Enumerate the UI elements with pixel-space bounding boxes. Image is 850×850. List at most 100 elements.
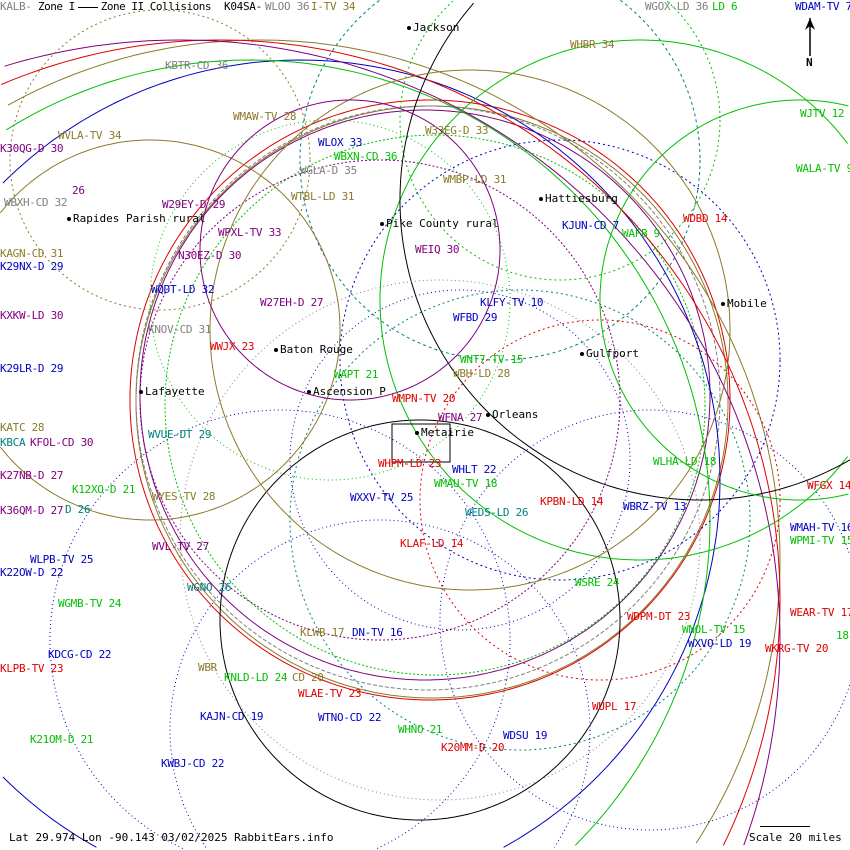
station-label[interactable]: KAGN-CD 31 <box>0 247 64 260</box>
station-label[interactable]: KAJN-CD 19 <box>200 710 264 723</box>
station-label[interactable]: WYES-TV 28 <box>152 490 216 503</box>
station-label[interactable]: WXVO-LD 19 <box>688 637 752 650</box>
station-label[interactable]: WFGX 14 <box>807 479 850 492</box>
station-label[interactable]: I-TV 34 <box>311 0 356 13</box>
station-label[interactable]: KPBN-LD 14 <box>540 495 604 508</box>
station-label[interactable]: WMAW-TV 28 <box>233 110 297 123</box>
station-label[interactable]: WWJX 23 <box>210 340 255 353</box>
station-label[interactable]: WUPL 17 <box>592 700 637 713</box>
station-label[interactable]: KLAF-LD 14 <box>400 537 464 550</box>
station-label[interactable]: DN-TV 16 <box>352 626 403 639</box>
station-label[interactable]: WLHA-LD 18 <box>653 455 717 468</box>
city-label: Orleans <box>486 409 538 421</box>
station-label[interactable]: WEAR-TV 17 <box>790 606 850 619</box>
station-label[interactable]: K04SA- <box>224 0 262 13</box>
city-label: Mobile <box>721 298 767 310</box>
station-label[interactable]: K30QG-D 30 <box>0 142 64 155</box>
station-label[interactable]: WLPB-TV 25 <box>30 553 94 566</box>
station-label[interactable]: WFBD 29 <box>453 311 498 324</box>
station-label[interactable]: WBXN-CD 36 <box>334 150 398 163</box>
station-label[interactable]: KBCA <box>0 436 26 449</box>
station-label[interactable]: WQDT-LD 32 <box>151 283 215 296</box>
station-label[interactable]: WDPM-DT 23 <box>627 610 691 623</box>
station-label[interactable]: WNOL-TV 15 <box>682 623 746 636</box>
station-label[interactable]: 26 <box>72 184 85 197</box>
station-label[interactable]: D 26 <box>65 503 91 516</box>
station-label[interactable]: KLPB-TV 23 <box>0 662 64 675</box>
station-label[interactable]: CD 20 <box>292 671 324 684</box>
station-label[interactable]: WMAH-TV 16 <box>790 521 850 534</box>
station-label[interactable]: LD 6 <box>712 0 738 13</box>
station-label[interactable]: WMAU-TV 18 <box>434 477 498 490</box>
station-label[interactable]: WDBD 14 <box>683 212 728 225</box>
station-label[interactable]: WAPT 21 <box>334 368 379 381</box>
station-label[interactable]: WVL-TV 27 <box>152 540 209 553</box>
station-label[interactable]: WGLA-D 35 <box>300 164 357 177</box>
station-label[interactable]: WLAE-TV 23 <box>298 687 362 700</box>
station-label[interactable]: WVLA-TV 34 <box>58 129 122 142</box>
station-label[interactable]: K29NX-D 29 <box>0 260 64 273</box>
station-label[interactable]: WLOX 33 <box>318 136 363 149</box>
station-label[interactable]: WMBP-LD 31 <box>443 173 507 186</box>
station-label[interactable]: K20MM-D 20 <box>441 741 505 754</box>
coverage-contour <box>2 59 721 481</box>
station-label[interactable]: WBRZ-TV 13 <box>623 500 687 513</box>
station-label[interactable]: KNLD-LD 24 <box>224 671 288 684</box>
station-label[interactable]: WPXL-TV 33 <box>218 226 282 239</box>
station-label[interactable]: WMPN-TV 20 <box>392 392 456 405</box>
station-label[interactable]: K36QM-D 27 <box>0 504 64 517</box>
station-label[interactable]: WBXH-CD 32 <box>4 196 68 209</box>
station-label[interactable]: KXKW-LD 30 <box>0 309 64 322</box>
station-label[interactable]: WTNO-CD 22 <box>318 711 382 724</box>
station-label[interactable]: KBTR-CD 36 <box>165 59 229 72</box>
station-label[interactable]: 18 <box>836 629 849 642</box>
station-label[interactable]: K29LR-D 29 <box>0 362 64 375</box>
station-label[interactable]: KLWB 17 <box>300 626 345 639</box>
station-label[interactable]: W29EY-D 29 <box>162 198 226 211</box>
station-label[interactable]: K12XO-D 21 <box>72 483 136 496</box>
station-label[interactable]: W27EH-D 27 <box>260 296 324 309</box>
station-label[interactable]: WHPM-LD 23 <box>378 457 442 470</box>
coverage-contour <box>169 519 591 848</box>
station-label[interactable]: WBH-LD 28 <box>453 367 510 380</box>
station-label[interactable]: WDSU 19 <box>503 729 548 742</box>
station-label[interactable]: WVUE-DT 29 <box>148 428 212 441</box>
station-label[interactable]: K21OM-D 21 <box>30 733 94 746</box>
station-label[interactable]: N30EZ-D 30 <box>178 249 242 262</box>
station-label[interactable]: K22OW-D 22 <box>0 566 64 579</box>
station-label[interactable]: WALA-TV 9 <box>796 162 850 175</box>
station-label[interactable]: KJUN-CD 7 <box>562 219 619 232</box>
station-label[interactable]: WHNO 21 <box>398 723 443 736</box>
station-label[interactable]: WKRG-TV 20 <box>765 642 829 655</box>
station-label[interactable]: WAFB 9 <box>622 227 660 240</box>
station-label[interactable]: WBR <box>198 661 217 674</box>
station-label[interactable]: KWBJ-CD 22 <box>161 757 225 770</box>
station-label[interactable]: WPMI-TV 15 <box>790 534 850 547</box>
station-label[interactable]: WJTV 12 <box>800 107 845 120</box>
station-label[interactable]: WGNO 26 <box>187 581 232 594</box>
station-label[interactable]: WGOX-LD 36 <box>645 0 709 13</box>
station-label[interactable]: WLOO 36 <box>265 0 310 13</box>
station-label[interactable]: K27NB-D 27 <box>0 469 64 482</box>
station-label[interactable]: WNT7-TV 15 <box>460 353 524 366</box>
station-label[interactable]: WHLT 22 <box>452 463 497 476</box>
station-label[interactable]: KFOL-CD 30 <box>30 436 94 449</box>
station-label[interactable]: KNOV-CD 31 <box>148 323 212 336</box>
station-label[interactable]: W33EG-D 33 <box>425 124 489 137</box>
coverage-contour <box>1 39 781 601</box>
station-label[interactable]: WGMB-TV 24 <box>58 597 122 610</box>
station-label[interactable]: WHBR 34 <box>570 38 615 51</box>
station-label[interactable]: WTBL-LD 31 <box>291 190 355 203</box>
station-label[interactable]: KLFY-TV 10 <box>480 296 544 309</box>
station-label[interactable]: KALB- <box>0 0 32 13</box>
station-label[interactable]: WSRE 24 <box>575 576 620 589</box>
station-label[interactable]: WFNA 27 <box>438 411 483 424</box>
station-label[interactable]: KATC 28 <box>0 421 45 434</box>
station-label[interactable]: WEDS-LD 26 <box>465 506 529 519</box>
station-label[interactable]: WEIQ 30 <box>415 243 460 256</box>
city-label: Hattiesburg <box>539 193 618 205</box>
station-label[interactable]: WXXV-TV 25 <box>350 491 414 504</box>
station-label[interactable]: KDCG-CD 22 <box>48 648 112 661</box>
station-label[interactable]: WDAM-TV 7 <box>795 0 850 13</box>
